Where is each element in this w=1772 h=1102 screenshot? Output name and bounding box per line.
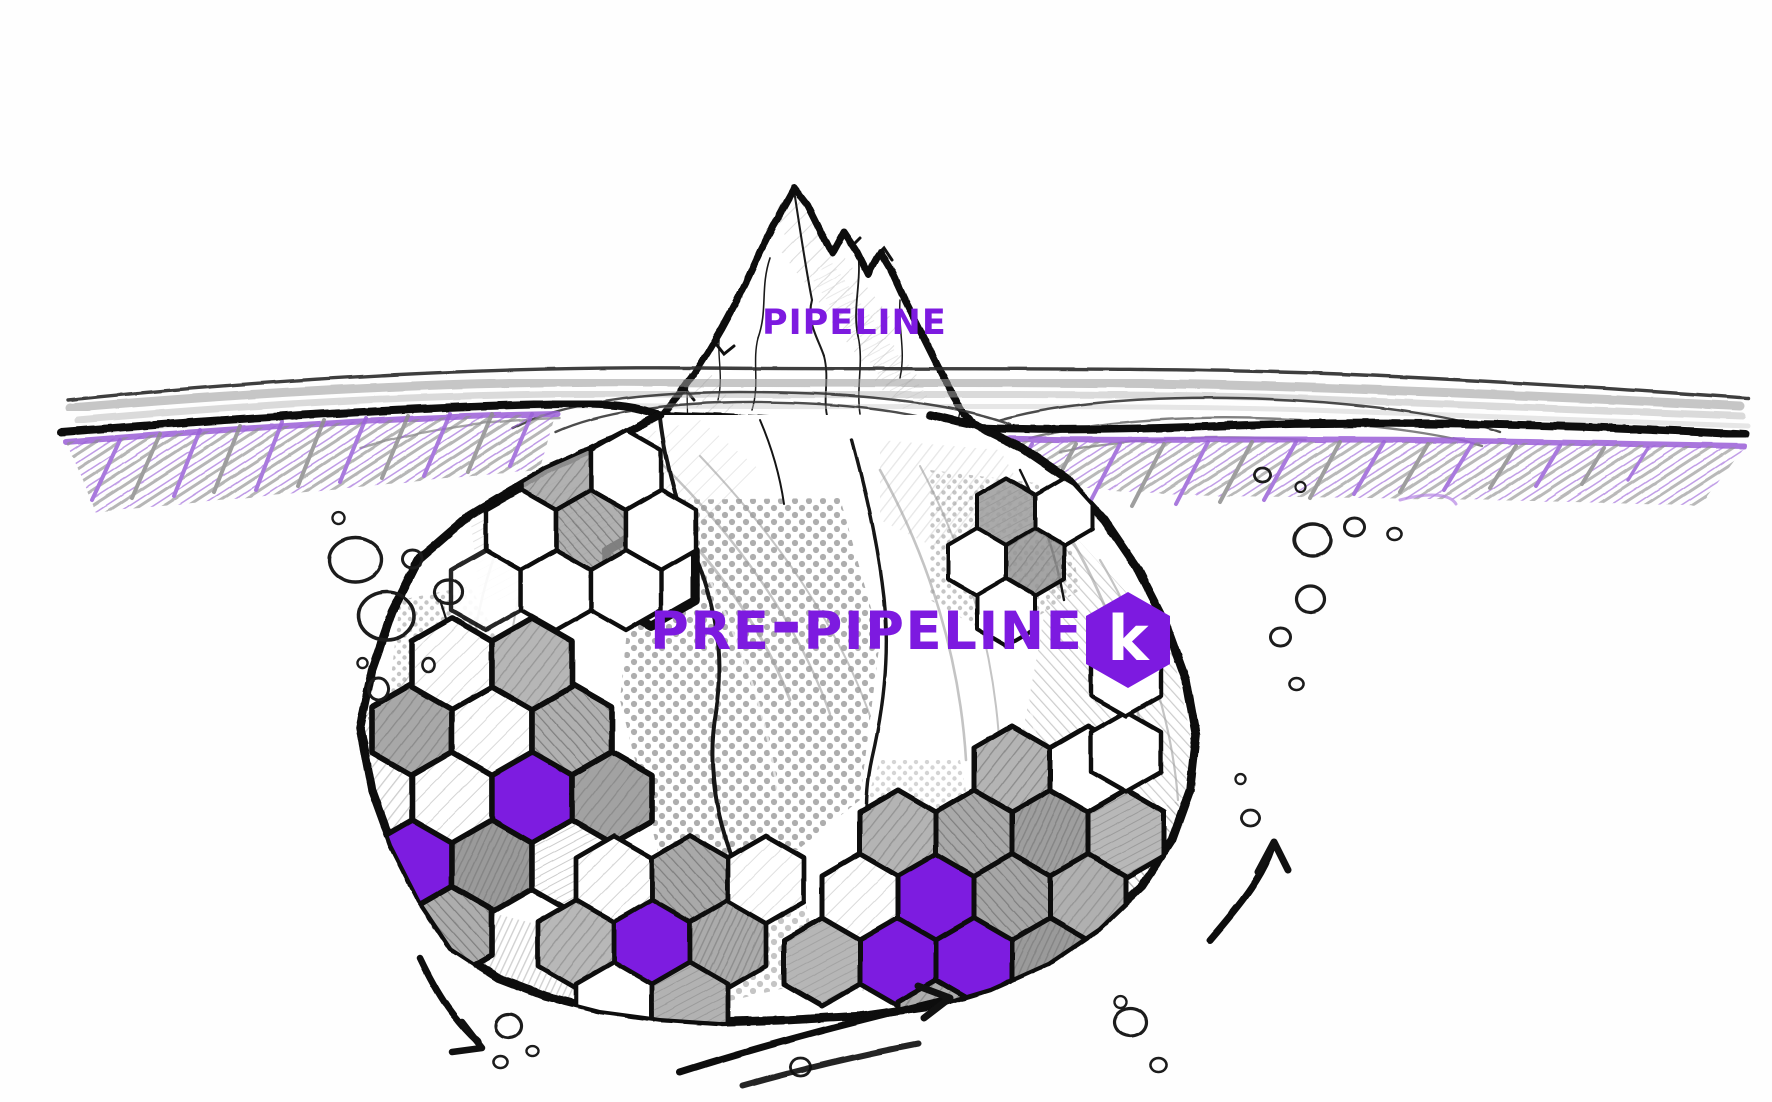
water-surface-group xyxy=(58,366,1751,512)
tip-outline xyxy=(656,184,982,432)
logo-hexagon-shape xyxy=(1086,592,1170,688)
water-hatch-left xyxy=(66,412,556,512)
arrow-right-middle xyxy=(739,1041,921,1089)
arrow-right-bottom xyxy=(676,982,954,1076)
hexagon-overlay xyxy=(369,427,1167,1022)
bubbles-left xyxy=(327,510,465,702)
body-outline xyxy=(355,410,1201,1027)
arrow-down-left xyxy=(416,954,486,1056)
k-hexagon-logo[interactable]: k xyxy=(1086,592,1170,688)
arrow-up-right xyxy=(1206,838,1292,944)
horizon-line xyxy=(66,366,1750,402)
bottom-center-cluster xyxy=(535,833,807,1022)
water-hatch-right xyxy=(990,440,1744,508)
upper-left-cluster xyxy=(448,427,700,633)
motion-arrows xyxy=(416,838,1292,1089)
upper-right-cluster xyxy=(946,476,1095,648)
page-title-pipeline: PIPELINE xyxy=(762,288,947,346)
bubbles-right xyxy=(1234,466,1403,828)
logo-letter: k xyxy=(1107,602,1150,675)
page-title-pre-pipeline: PRE-PIPELINE xyxy=(650,578,1084,667)
